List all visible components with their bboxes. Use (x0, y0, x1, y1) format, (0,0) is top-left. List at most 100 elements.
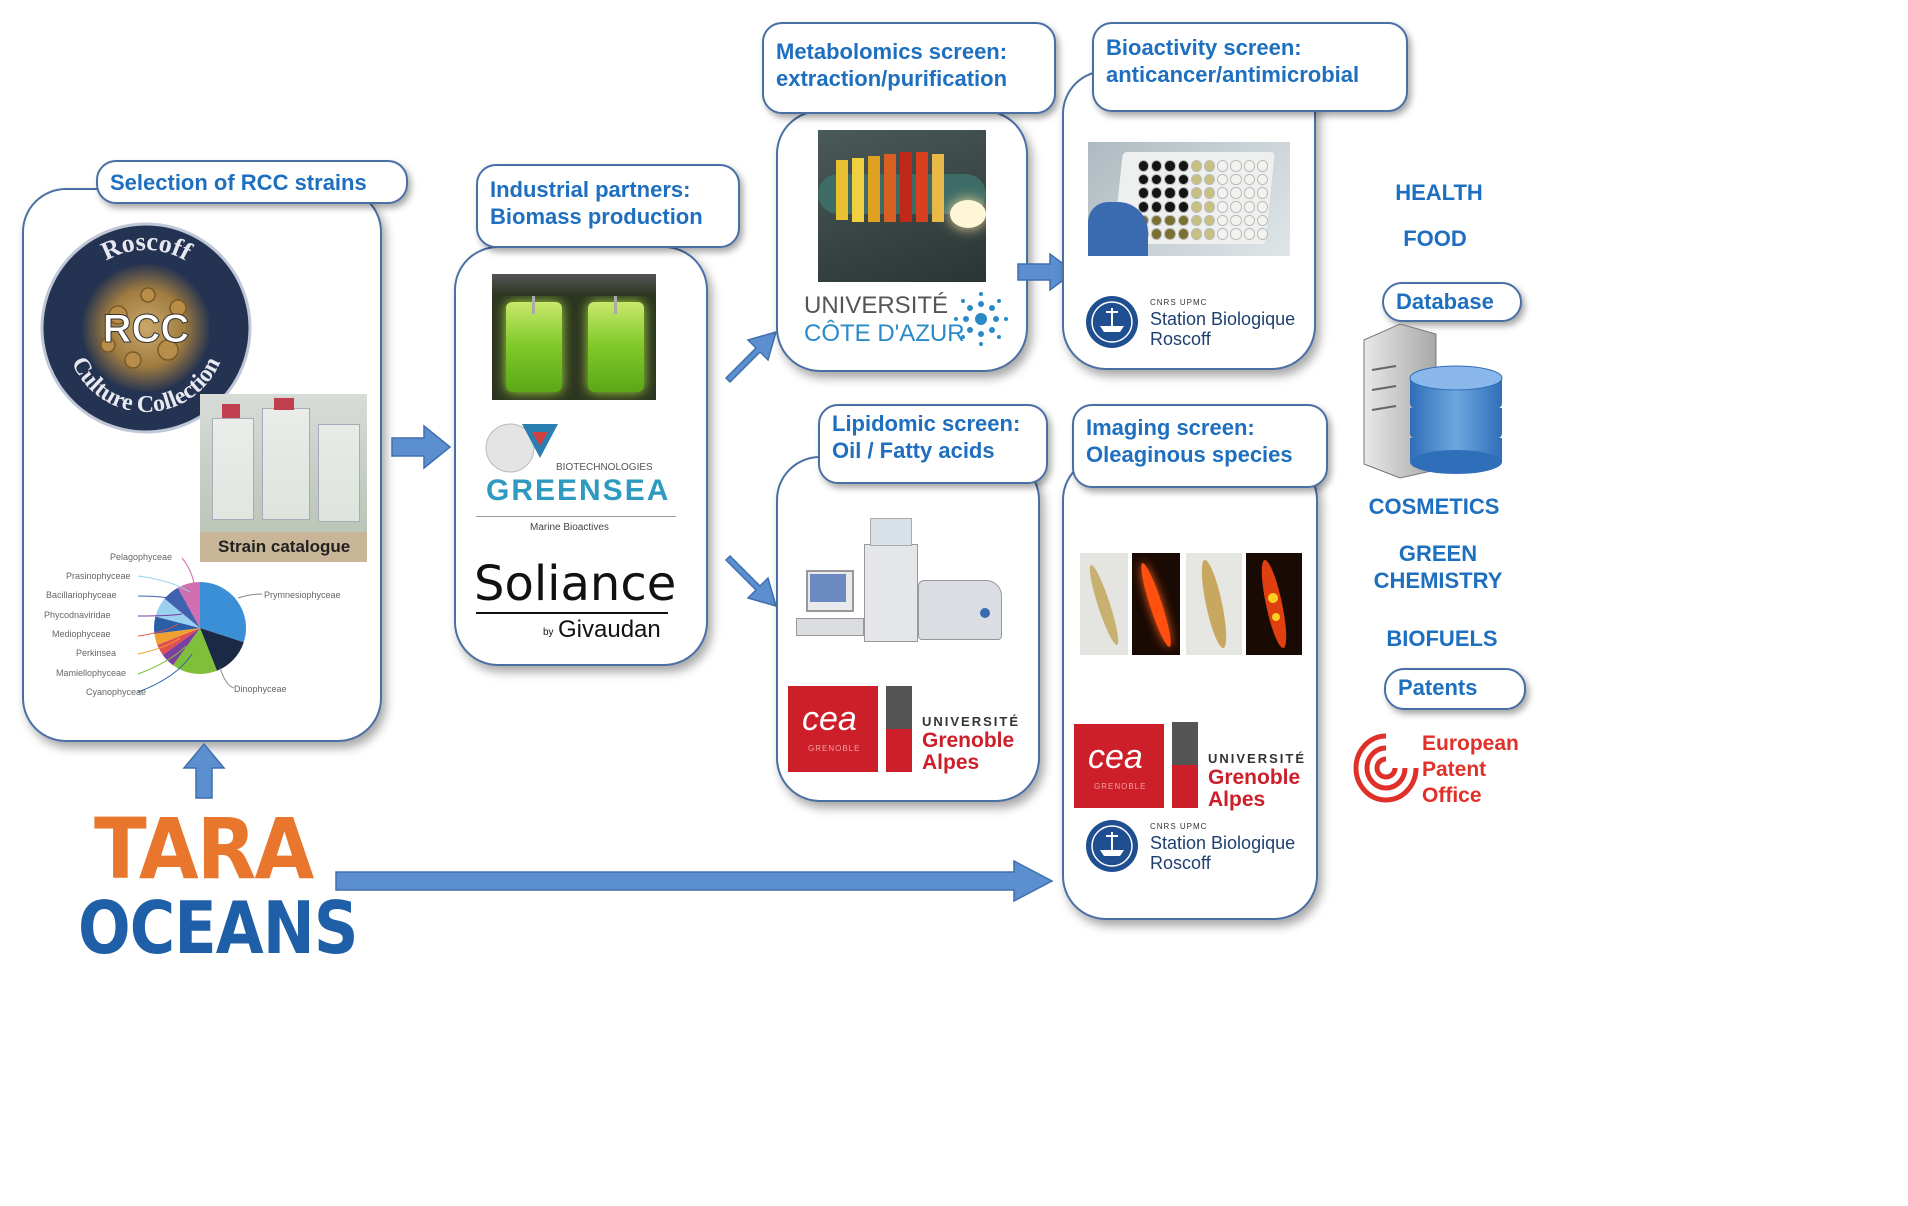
soliance-by: by (543, 627, 554, 638)
strain-catalogue-label: Strain catalogue (218, 537, 351, 556)
sbr-line2-imaging: Roscoff (1150, 853, 1211, 873)
pie-slice (155, 598, 200, 628)
imaging-title-line2: Oleaginous species (1086, 442, 1293, 467)
cea-logo-lipidomic: cea GRENOBLE (788, 686, 878, 772)
photobioreactor-photo (492, 274, 656, 400)
sbr-line2: Roscoff (1150, 329, 1211, 349)
cea-name-lipidomic: cea (802, 700, 857, 738)
pie-slice (200, 628, 244, 671)
lipidomic-title-line2: Oil / Fatty acids (832, 438, 995, 463)
greensea-name: GREENSEA (486, 474, 671, 507)
pie-label-5: Perkinsea (76, 648, 117, 658)
pie-slice (162, 628, 200, 666)
uga-line2-imaging: Grenoble (1208, 766, 1301, 789)
plate-well (1164, 228, 1176, 240)
pie-slice (157, 628, 200, 656)
greensea-logo-mark (485, 423, 558, 473)
plate-well (1190, 214, 1202, 227)
tara-line2: OCEANS (78, 886, 358, 970)
bioactivity-title-line1: Bioactivity screen: (1106, 35, 1302, 60)
microscopy-fluorescence-2 (1246, 553, 1302, 655)
bioactivity-panel-title: Bioactivity screen: anticancer/antimicro… (1092, 22, 1408, 112)
tara-line1: TARA (94, 800, 314, 898)
plate-well (1151, 173, 1163, 186)
cea-city-imaging: GRENOBLE (1094, 782, 1147, 791)
plate-well (1164, 200, 1176, 213)
plate-well (1243, 173, 1255, 186)
uga-line3-lipidomic: Alpes (922, 751, 980, 774)
arrow-industrial-to-lipidomic (724, 554, 778, 608)
pie-slice (200, 582, 246, 643)
plate-well (1230, 160, 1242, 172)
patents-title: Patents (1384, 668, 1526, 710)
bioactivity-title-line2: anticancer/antimicrobial (1106, 62, 1360, 87)
plate-well (1203, 187, 1216, 199)
patents-title-text: Patents (1398, 675, 1478, 700)
uga-line1-imaging: UNIVERSITÉ (1208, 751, 1307, 766)
plate-well (1217, 160, 1229, 172)
application-food: FOOD (1403, 226, 1467, 251)
plate-well (1177, 228, 1189, 240)
uga-line3-imaging: Alpes (1208, 788, 1266, 811)
plate-well (1243, 228, 1255, 240)
plate-well (1190, 173, 1202, 186)
plate-well (1217, 187, 1229, 199)
pie-slice (172, 628, 217, 674)
cea-city-lipidomic: GRENOBLE (808, 744, 861, 753)
epo-line2: Patent (1422, 758, 1487, 781)
uga-bar-lipidomic (886, 686, 912, 772)
database-server-icon (1363, 323, 1503, 479)
greensea-tagline: Marine Bioactives (530, 522, 609, 533)
pie-label-3: Phycodnaviridae (44, 610, 111, 620)
imaging-title-line1: Imaging screen: (1086, 415, 1255, 440)
plate-well (1164, 160, 1176, 172)
pie-slice (164, 587, 200, 628)
plate-well (1230, 214, 1242, 227)
plate-well (1164, 187, 1176, 199)
plate-well (1177, 214, 1189, 227)
plate-well (1164, 214, 1176, 227)
uga-line2-lipidomic: Grenoble (922, 729, 1015, 752)
rcc-panel-title: Selection of RCC strains (96, 160, 408, 204)
application-biofuels: BIOFUELS (1386, 626, 1498, 651)
uga-line1-lipidomic: UNIVERSITÉ (922, 714, 1021, 729)
sbr-small-imaging: CNRS UPMC (1150, 822, 1208, 831)
arrow-rcc-to-industrial (391, 424, 452, 470)
plate-well (1243, 214, 1255, 227)
plate-well (1230, 187, 1242, 199)
plate-well (1203, 200, 1216, 213)
pie-leader-lines (137, 557, 263, 693)
plate-well (1151, 160, 1163, 172)
plate-well (1138, 173, 1150, 186)
uca-line1: UNIVERSITÉ (804, 292, 949, 319)
plate-well (1256, 160, 1268, 172)
metabolomics-title-line1: Metabolomics screen: (776, 39, 1008, 64)
plate-well (1138, 200, 1150, 213)
taxonomy-pie-chart (154, 582, 246, 674)
application-green-chemistry-line2: CHEMISTRY (1373, 568, 1503, 593)
plate-well (1164, 173, 1176, 186)
database-title: Database (1382, 282, 1522, 322)
pie-label-right-top: Prymnesiophyceae (264, 590, 341, 600)
plate-well (1217, 228, 1229, 240)
pie-slice (177, 582, 200, 628)
well-grid (1138, 160, 1268, 240)
well-plate-photo (1088, 142, 1290, 256)
application-health: HEALTH (1395, 180, 1483, 205)
application-cosmetics: COSMETICS (1368, 494, 1500, 519)
pie-slice (154, 628, 200, 645)
plate-well (1256, 200, 1268, 213)
sbr-small: CNRS UPMC (1150, 298, 1208, 307)
lipidomic-panel-title: Lipidomic screen: Oil / Fatty acids (818, 404, 1048, 484)
pie-label-6: Mamiellophyceae (56, 668, 127, 678)
plate-well (1256, 228, 1268, 240)
industrial-title-line2: Biomass production (490, 204, 703, 229)
plate-well (1190, 228, 1202, 240)
plate-well (1177, 160, 1189, 172)
plate-well (1151, 187, 1163, 199)
uga-bar-imaging (1172, 722, 1198, 808)
application-green-chemistry-line1: GREEN (1398, 541, 1478, 566)
soliance-underline (476, 612, 668, 614)
plate-well (1243, 187, 1255, 199)
database-title-text: Database (1396, 289, 1494, 314)
